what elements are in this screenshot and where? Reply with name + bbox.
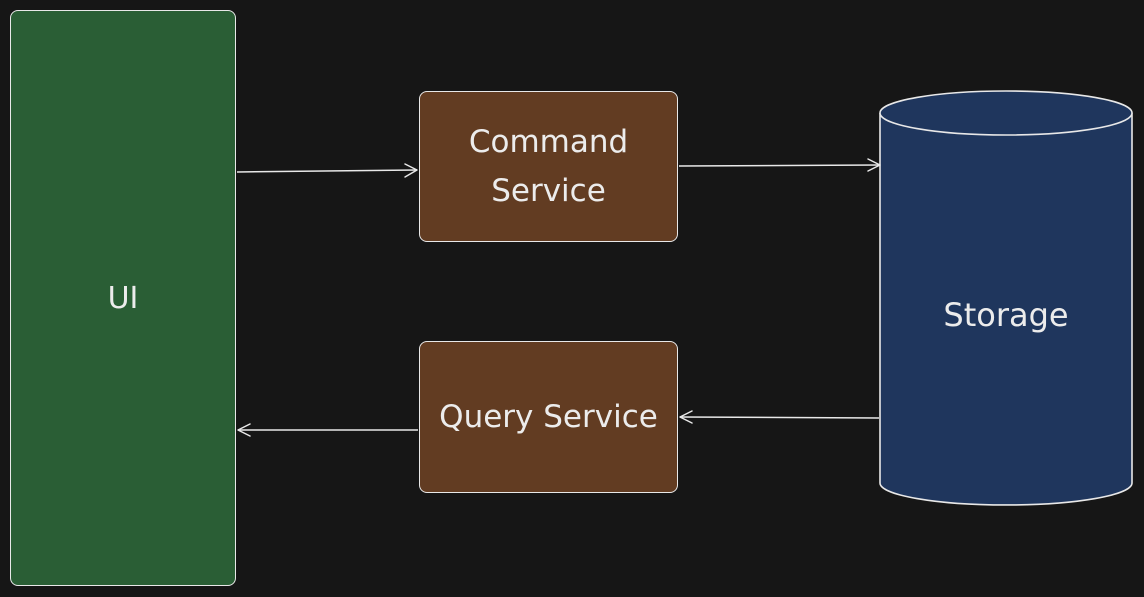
storage-cylinder-body [879, 113, 1133, 506]
storage-cylinder-top [879, 90, 1133, 136]
ui-node: UI [10, 10, 236, 586]
command-service-node: Command Service [419, 91, 678, 242]
query-service-node: Query Service [419, 341, 678, 493]
ui-node-label: UI [107, 280, 139, 316]
storage-cylinder [879, 90, 1133, 506]
query-service-node-label: Query Service [439, 399, 658, 435]
arrow-command-service-to-storage [678, 158, 881, 172]
storage-node-label: Storage [943, 296, 1069, 334]
arrow-query-service-to-ui [237, 423, 418, 437]
arrow-storage-to-query-service [679, 410, 880, 424]
command-service-node-label: Command Service [468, 124, 629, 209]
arrow-ui-to-command-service [236, 163, 418, 178]
